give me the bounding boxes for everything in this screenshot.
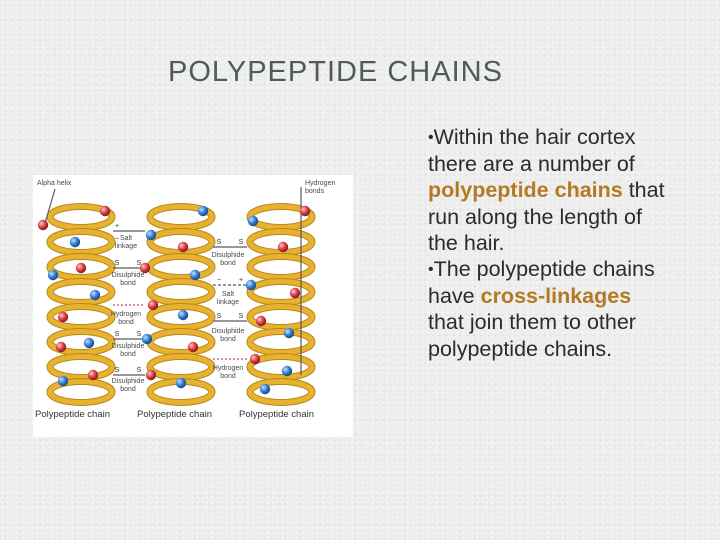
blue-atom xyxy=(83,337,95,349)
blue-atom xyxy=(197,205,209,217)
chain-label-3: Polypeptide chain xyxy=(239,409,314,420)
blue-atom xyxy=(281,365,293,377)
blue-atom xyxy=(283,327,295,339)
helix-coil xyxy=(47,354,115,380)
red-atom xyxy=(87,369,99,381)
blue-atom xyxy=(145,229,157,241)
hydrogen-bonds-label: Hydrogen bonds xyxy=(305,180,336,195)
sulfur-symbol: S xyxy=(137,367,142,374)
helix-coil xyxy=(147,229,215,255)
sulfur-symbol: S xyxy=(217,239,222,246)
hydrogen-bond-label-2: Hydrogen bond xyxy=(212,365,244,380)
bullet-2-text-b: that join them to other polypeptide chai… xyxy=(428,310,636,361)
helix-coil xyxy=(247,229,315,255)
red-atom xyxy=(75,262,87,274)
helix-coil xyxy=(247,304,315,330)
blue-atom xyxy=(259,383,271,395)
sulfur-symbol: S xyxy=(115,260,120,267)
minus-symbol: − xyxy=(115,236,119,243)
plus-symbol: + xyxy=(115,223,119,230)
helix-coil xyxy=(47,254,115,280)
disulphide-bond-label-2: Disulphide bond xyxy=(111,343,145,358)
minus-symbol: − xyxy=(217,277,221,284)
red-atom xyxy=(139,262,151,274)
chain-label-2: Polypeptide chain xyxy=(137,409,212,420)
helix-coil xyxy=(47,204,115,230)
helix-coil xyxy=(47,279,115,305)
salt-linkage-label-1: Salt linkage xyxy=(114,235,138,250)
alpha-helix-pointer xyxy=(44,188,56,224)
helix-coil xyxy=(147,279,215,305)
red-atom xyxy=(57,311,69,323)
red-atom xyxy=(289,287,301,299)
body-text: •Within the hair cortex there are a numb… xyxy=(428,124,668,362)
disulphide-bond-label-3: Disulphide bond xyxy=(111,378,145,393)
red-atom xyxy=(145,369,157,381)
bullet-paragraph-2: •The polypeptide chains have cross-linka… xyxy=(428,256,668,362)
disulphide-bond-label-5: Disulphide bond xyxy=(211,328,245,343)
blue-atom xyxy=(89,289,101,301)
blue-atom xyxy=(189,269,201,281)
helix-coil xyxy=(147,204,215,230)
red-atom xyxy=(187,341,199,353)
sulfur-symbol: S xyxy=(217,313,222,320)
blue-atom xyxy=(247,215,259,227)
sulfur-symbol: S xyxy=(115,331,120,338)
bullet-dot-1: • xyxy=(428,129,434,146)
blue-atom xyxy=(175,377,187,389)
helix-coil xyxy=(247,254,315,280)
chain-label-1: Polypeptide chain xyxy=(35,409,110,420)
sulfur-symbol: S xyxy=(137,331,142,338)
helix-coil xyxy=(47,329,115,355)
blue-atom xyxy=(57,375,69,387)
helix-coil xyxy=(147,304,215,330)
helix-coil xyxy=(247,379,315,405)
bullet-1-text-b: that run along the length of the hair. xyxy=(428,178,665,255)
blue-atom xyxy=(141,333,153,345)
red-atom xyxy=(55,341,67,353)
red-atom xyxy=(99,205,111,217)
red-atom xyxy=(249,353,261,365)
sulfur-symbol: S xyxy=(115,367,120,374)
sulfur-symbol: S xyxy=(239,313,244,320)
bullet-paragraph-1: •Within the hair cortex there are a numb… xyxy=(428,124,668,256)
bullet-1-text-a: Within the hair cortex there are a numbe… xyxy=(428,125,636,177)
sulfur-symbol: S xyxy=(137,260,142,267)
bullet-dot-2: • xyxy=(428,261,434,279)
hydrogen-bond-label-1: Hydrogen bond xyxy=(110,311,142,326)
blue-atom xyxy=(177,309,189,321)
bullet-2-highlight: cross-linkages xyxy=(480,284,632,309)
plus-symbol: + xyxy=(239,277,243,284)
disulphide-bond-label-4: Disulphide bond xyxy=(211,252,245,267)
alpha-helix-label: Alpha helix xyxy=(37,180,72,187)
helix-coil xyxy=(247,329,315,355)
red-atom xyxy=(37,219,49,231)
helix-coil xyxy=(147,354,215,380)
slide-title: POLYPEPTIDE CHAINS xyxy=(168,56,503,88)
blue-atom xyxy=(245,279,257,291)
disulphide-bond-label-1: Disulphide bond xyxy=(111,272,145,287)
helix-coil xyxy=(247,354,315,380)
helix-coil xyxy=(47,229,115,255)
helix-diagram: + − S S S S S S S S − + S S xyxy=(37,187,316,406)
helix-coil xyxy=(47,304,115,330)
polypeptide-chains-figure: + − S S S S S S S S − + S S Alpha helix Hydrogen bond… xyxy=(33,175,353,437)
red-atom xyxy=(255,315,267,327)
bullet-1-highlight: polypeptide chains xyxy=(428,178,623,203)
bullet-2-text-a: The polypeptide chains have xyxy=(428,257,655,309)
helix-coil xyxy=(247,279,315,305)
red-atom xyxy=(299,205,311,217)
red-atom xyxy=(277,241,289,253)
blue-atom xyxy=(47,269,59,281)
red-atom xyxy=(147,299,159,311)
red-atom xyxy=(177,241,189,253)
helix-coil xyxy=(47,379,115,405)
blue-atom xyxy=(69,236,81,248)
salt-linkage-label-2: Salt linkage xyxy=(216,291,240,306)
sulfur-symbol: S xyxy=(239,239,244,246)
